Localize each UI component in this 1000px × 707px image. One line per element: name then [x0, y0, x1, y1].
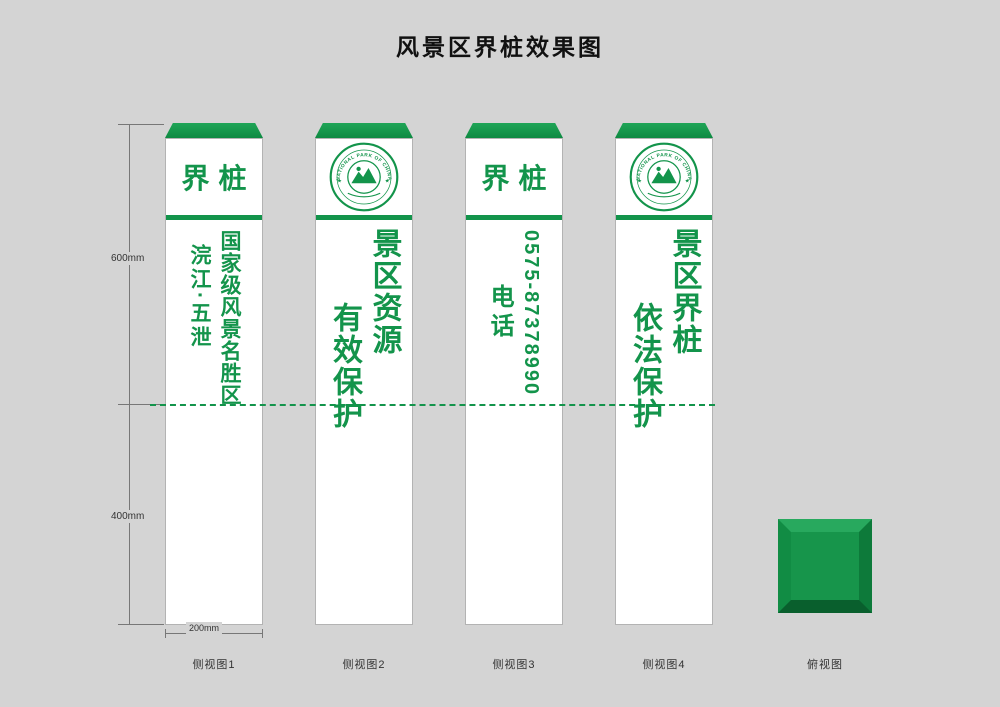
pillar-body: NATIONAL PARK OF CHINA ★ ★ 景区资源 有效保护 [315, 138, 413, 625]
pillar-divider [316, 215, 412, 220]
view-label-side-4: 侧视图4 [642, 659, 686, 671]
pillar-cap [165, 123, 263, 138]
pillar-text-column: 景区资源 [367, 228, 401, 356]
pillar-side-view-4: NATIONAL PARK OF CHINA ★ ★ 景区界桩 依法保护 [615, 123, 713, 625]
svg-text:★: ★ [685, 178, 690, 184]
ground-level-dashed-line [150, 404, 715, 406]
national-park-emblem-icon: NATIONAL PARK OF CHINA ★ ★ [329, 142, 399, 212]
pillar-text-column: 国家级风景名胜区 [218, 230, 242, 406]
pillar-header: 界桩 [466, 139, 562, 215]
pillar-side-view-1: 界桩 国家级风景名胜区 浣江·五泄 [165, 123, 263, 625]
pillar-body: 界桩 国家级风景名胜区 浣江·五泄 [165, 138, 263, 625]
pillar-cap [315, 123, 413, 138]
national-park-emblem-icon: NATIONAL PARK OF CHINA ★ ★ [629, 142, 699, 212]
pillar-text-column: 依法保护 [628, 302, 661, 430]
svg-text:★: ★ [637, 178, 642, 184]
pillar-header-text: 界桩 [181, 163, 256, 194]
vertical-dimension-line [129, 124, 130, 625]
pillar-text-column-phone: 0575-87378990 [520, 230, 543, 397]
pillar-body: NATIONAL PARK OF CHINA ★ ★ 景区界桩 依法保护 [615, 138, 713, 625]
dimension-label-lower: 400mm [108, 510, 148, 523]
svg-text:★: ★ [337, 178, 342, 184]
pillar-text-column: 电话 [486, 284, 514, 342]
pillar-vertical-text: 0575-87378990 电话 [466, 220, 562, 616]
pillar-header-text: 界桩 [481, 163, 556, 194]
pillar-text-column: 有效保护 [328, 302, 361, 430]
pillar-text-column: 浣江·五泄 [188, 244, 211, 350]
pillar-side-view-2: NATIONAL PARK OF CHINA ★ ★ 景区资源 有效保护 [315, 123, 413, 625]
dimension-tick-top [118, 124, 164, 125]
pillar-vertical-text: 国家级风景名胜区 浣江·五泄 [166, 220, 262, 616]
pillar-body: 界桩 0575-87378990 电话 [465, 138, 563, 625]
pillar-cap [615, 123, 713, 138]
pillar-divider [466, 215, 562, 220]
pillar-header: 界桩 [166, 139, 262, 215]
pillar-cap [465, 123, 563, 138]
pillar-text-column: 景区界桩 [667, 228, 701, 356]
pillar-divider [616, 215, 712, 220]
pillar-vertical-text: 景区资源 有效保护 [316, 220, 412, 616]
dimension-tick-bottom [118, 624, 164, 625]
pillar-header: NATIONAL PARK OF CHINA ★ ★ [316, 139, 412, 215]
view-label-side-1: 侧视图1 [192, 659, 236, 671]
dimension-label-upper: 600mm [108, 252, 148, 265]
pillar-vertical-text: 景区界桩 依法保护 [616, 220, 712, 616]
page-title: 风景区界桩效果图 [396, 35, 604, 60]
dimension-tick-left [165, 629, 166, 638]
dimension-label-width: 200mm [186, 622, 223, 634]
view-label-side-2: 侧视图2 [342, 659, 386, 671]
view-label-top: 俯视图 [807, 659, 843, 671]
dimension-tick-middle [118, 404, 164, 405]
pillar-side-view-3: 界桩 0575-87378990 电话 [465, 123, 563, 625]
dimension-tick-right [262, 629, 263, 638]
pillar-divider [166, 215, 262, 220]
view-label-side-3: 侧视图3 [492, 659, 536, 671]
pillar-header: NATIONAL PARK OF CHINA ★ ★ [616, 139, 712, 215]
top-view-square [778, 519, 872, 613]
svg-text:★: ★ [385, 178, 390, 184]
